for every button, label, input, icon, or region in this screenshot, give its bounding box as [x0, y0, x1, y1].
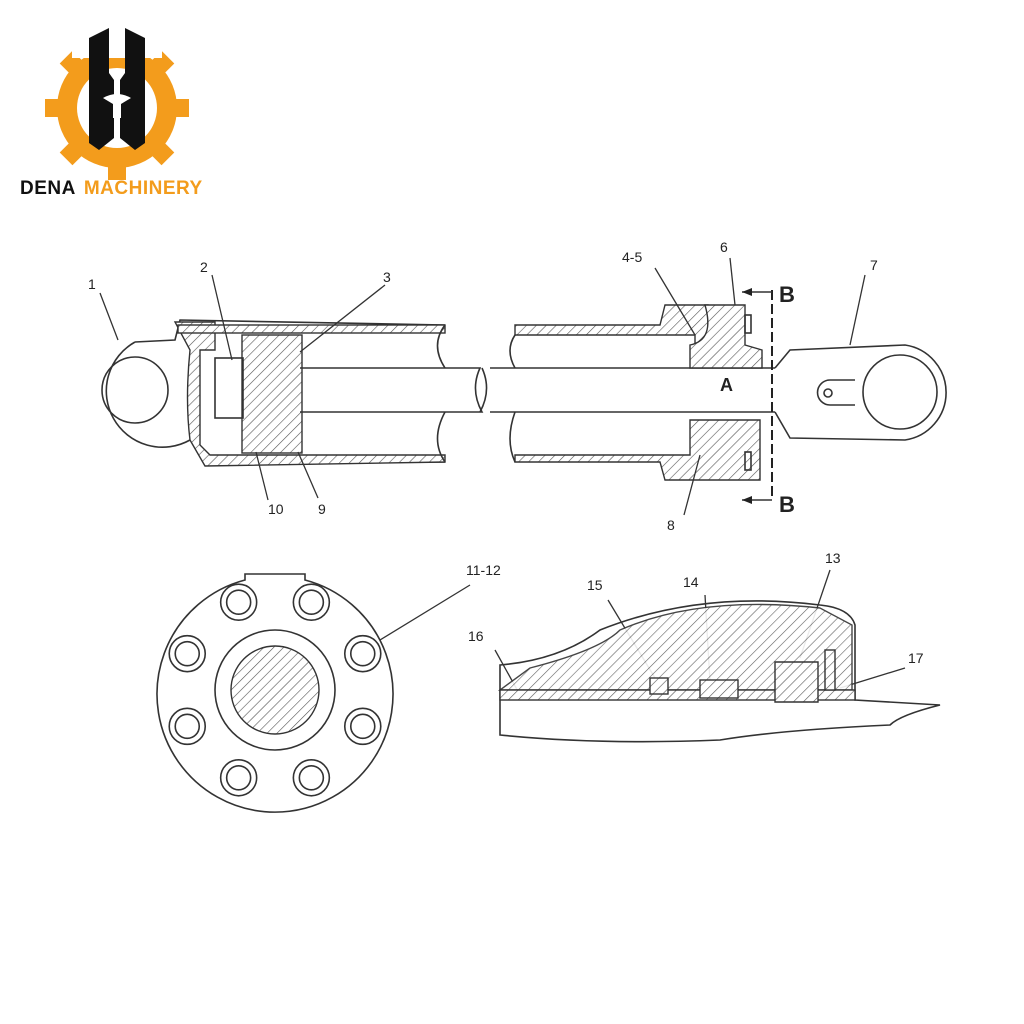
label-2: 2 [200, 259, 208, 275]
rod-eye [774, 344, 947, 441]
section-mark-a: A [720, 375, 733, 395]
label-1: 1 [88, 276, 96, 292]
bolt-hole [168, 707, 207, 746]
barrel-wall-top [177, 324, 446, 334]
brand-accent-text: MACHINERY [83, 178, 203, 199]
brand-dark-text: DENA [20, 178, 76, 199]
bolt-bottom [744, 451, 752, 471]
bolt-hole [225, 764, 252, 791]
label-4-5: 4-5 [622, 249, 642, 265]
bolt-hole [298, 589, 325, 616]
label-13: 13 [825, 550, 841, 566]
gear-logo-icon [45, 18, 189, 180]
label-9: 9 [318, 501, 326, 517]
bolt-hole [168, 634, 207, 673]
label-11-12: 11-12 [466, 562, 501, 578]
section-mark-b-bottom: B [779, 492, 795, 517]
label-16: 16 [468, 628, 484, 644]
bolt-hole [174, 713, 201, 740]
bolt-hole [292, 583, 331, 622]
bolt-hole [292, 758, 331, 797]
bolt-hole [343, 634, 382, 673]
bolt-hole [219, 583, 258, 622]
head-gland-top [689, 304, 763, 369]
bolt-hole [298, 764, 325, 791]
label-17: 17 [908, 650, 924, 666]
flange-end-view [156, 573, 394, 813]
bolt-hole [349, 713, 376, 740]
seal-detail-view [497, 600, 941, 743]
head-gland-bottom [514, 419, 761, 481]
label-3: 3 [383, 269, 391, 285]
label-8: 8 [667, 517, 675, 533]
bolt-hole [349, 640, 376, 667]
label-15: 15 [587, 577, 603, 593]
barrel-right-top [514, 304, 709, 346]
bolt-hole [225, 589, 252, 616]
section-mark-b-top: B [779, 282, 795, 307]
part-labels: 1 2 3 4-5 6 7 8 9 10 11-12 13 14 15 16 1… [88, 239, 924, 666]
piston [241, 334, 303, 454]
label-6: 6 [720, 239, 728, 255]
piston-nut [214, 357, 244, 419]
brand-name: DENA MACHINERY [20, 178, 203, 200]
bolt-top [744, 314, 752, 334]
bolt-hole [219, 758, 258, 797]
label-10: 10 [268, 501, 284, 517]
dena-machinery-logo [0, 18, 250, 210]
bolt-hole [174, 640, 201, 667]
cylinder-side-view [101, 288, 947, 504]
bolt-hole [343, 707, 382, 746]
label-14: 14 [683, 574, 699, 590]
label-7: 7 [870, 257, 878, 273]
